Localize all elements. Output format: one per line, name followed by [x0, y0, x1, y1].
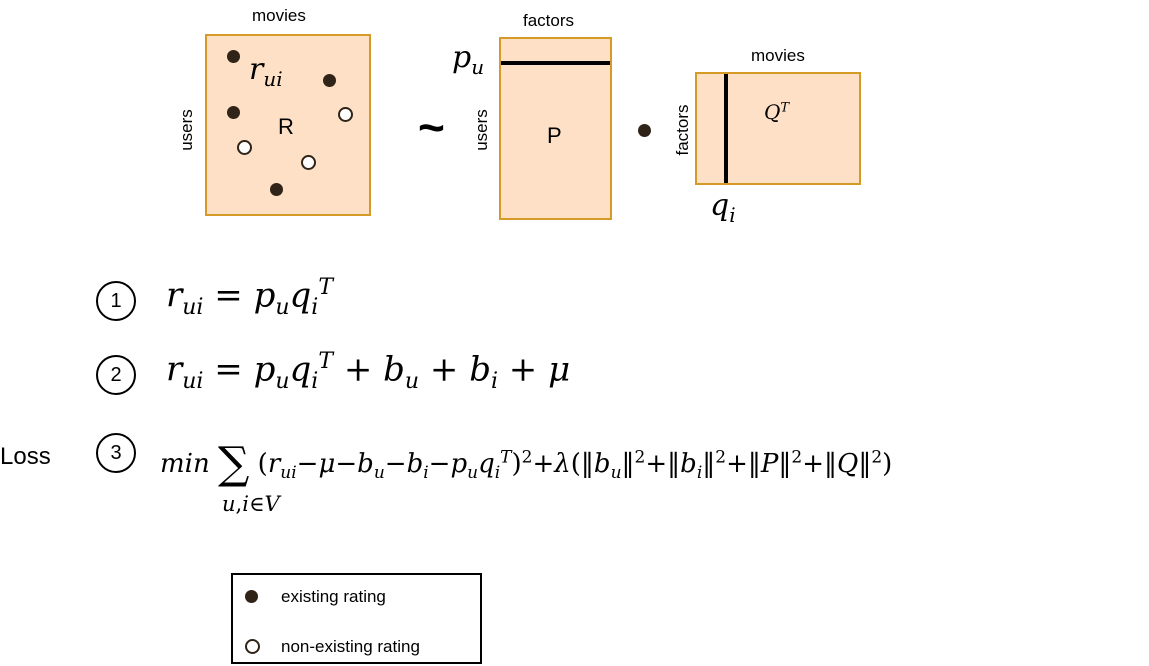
legend: existing rating non-existing rating [231, 573, 482, 664]
q-col-vector-label: qi [710, 188, 736, 227]
non-existing-rating-dot [301, 155, 316, 170]
non-existing-rating-dot [338, 107, 353, 122]
legend-non-existing-label: non-existing rating [281, 637, 420, 656]
approx-symbol: ~ [418, 101, 445, 153]
non-existing-rating-dot [237, 140, 252, 155]
legend-existing-label: existing rating [281, 587, 386, 606]
equation-1: rui = puqiT [166, 275, 334, 321]
sum-subscript: u,i∈V [222, 492, 280, 516]
equation-3: min ∑ (rui−μ−bu−bi−puqiT)2+λ(‖bu‖2+‖bi‖2… [160, 438, 893, 489]
p-col-label: factors [523, 11, 575, 30]
equation-2-number: 2 [96, 355, 136, 395]
existing-rating-dot [227, 106, 240, 119]
equation-1-number: 1 [96, 281, 136, 321]
matrix-q: QT [695, 72, 861, 185]
p-row-vector-line [501, 61, 610, 65]
matrix-r: rui R [205, 34, 371, 216]
q-col-label: movies [751, 46, 805, 65]
matrix-r-name: R [278, 114, 294, 139]
product-dot [638, 124, 651, 137]
p-row-vector-label: pu [452, 40, 485, 79]
equation-2: rui = puqiT + bu + bi + μ [166, 349, 571, 395]
q-col-vector-line [724, 74, 728, 183]
equation-3-number: 3 [96, 433, 136, 473]
non-existing-rating-legend-icon [245, 639, 260, 654]
matrix-q-name: QT [764, 100, 790, 124]
p-row-label: users [472, 109, 491, 151]
existing-rating-dot [227, 50, 240, 63]
existing-rating-dot [270, 183, 283, 196]
existing-rating-dot [323, 74, 336, 87]
r-entry-label: rui [249, 52, 283, 91]
existing-rating-legend-icon [245, 590, 258, 603]
q-row-label: factors [673, 104, 692, 156]
loss-label: Loss [0, 443, 51, 470]
matrix-p-name: P [547, 123, 562, 148]
r-row-label: users [177, 109, 196, 151]
matrix-p: P [499, 37, 612, 220]
r-col-label: movies [252, 6, 306, 25]
